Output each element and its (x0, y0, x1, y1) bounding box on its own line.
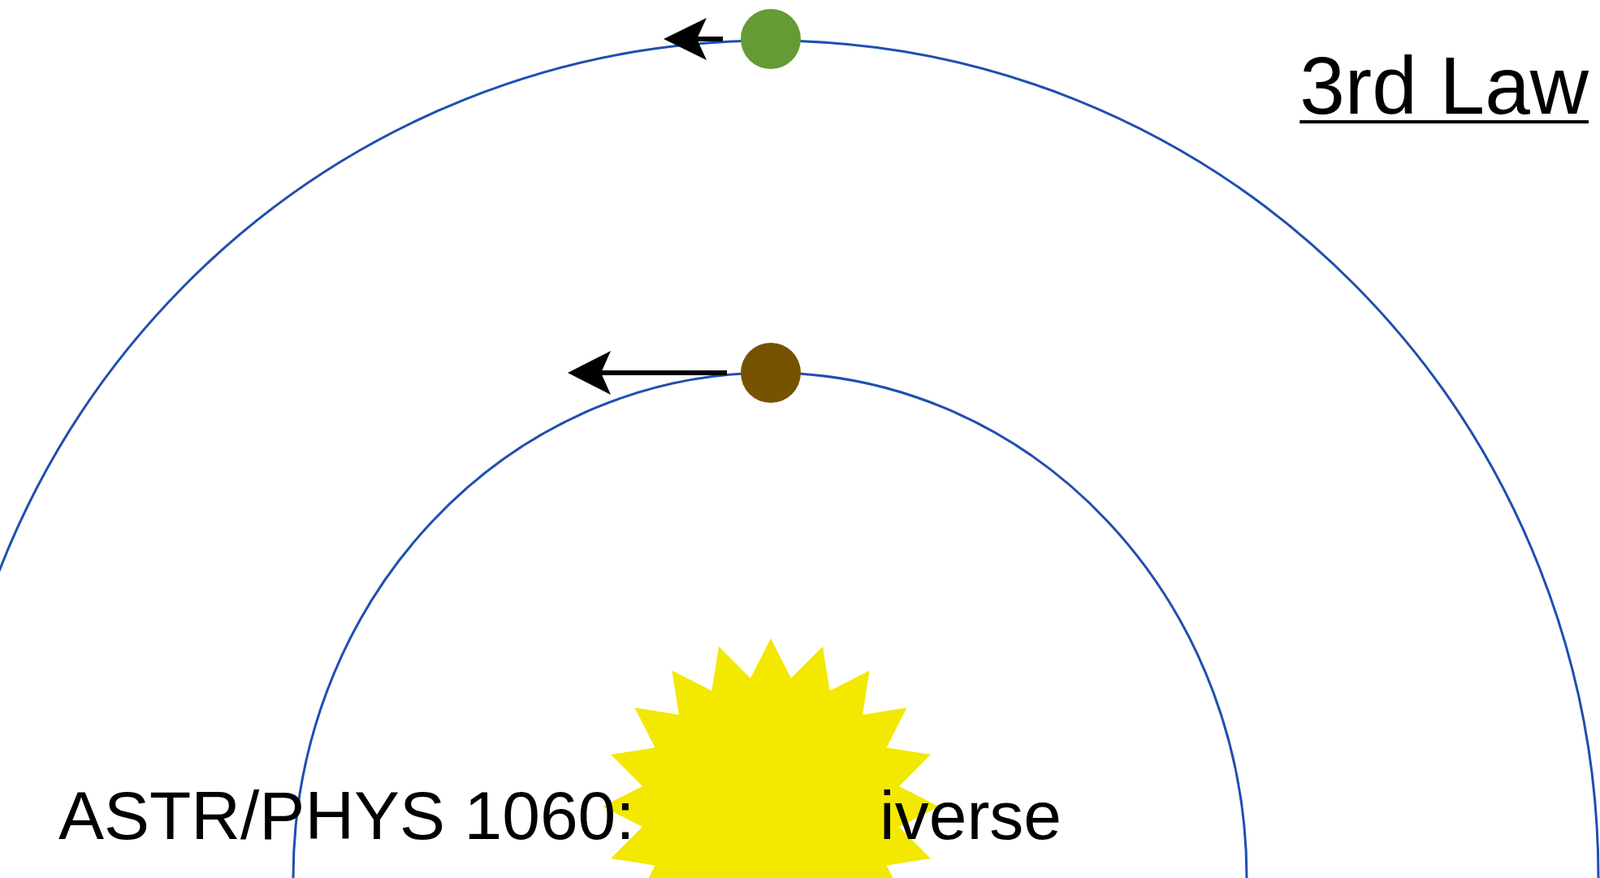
velocity-arrow (592, 370, 727, 376)
inner-planet (740, 342, 801, 403)
arrowhead (663, 17, 707, 61)
arrowhead (567, 350, 611, 395)
outer-planet (740, 8, 801, 70)
outer-orbit (0, 40, 1599, 878)
slide-title: 3rd Law (1299, 44, 1589, 126)
footer-text: ASTR/PHYS 1060: (58, 781, 636, 850)
footer-text: iverse (879, 781, 1062, 850)
